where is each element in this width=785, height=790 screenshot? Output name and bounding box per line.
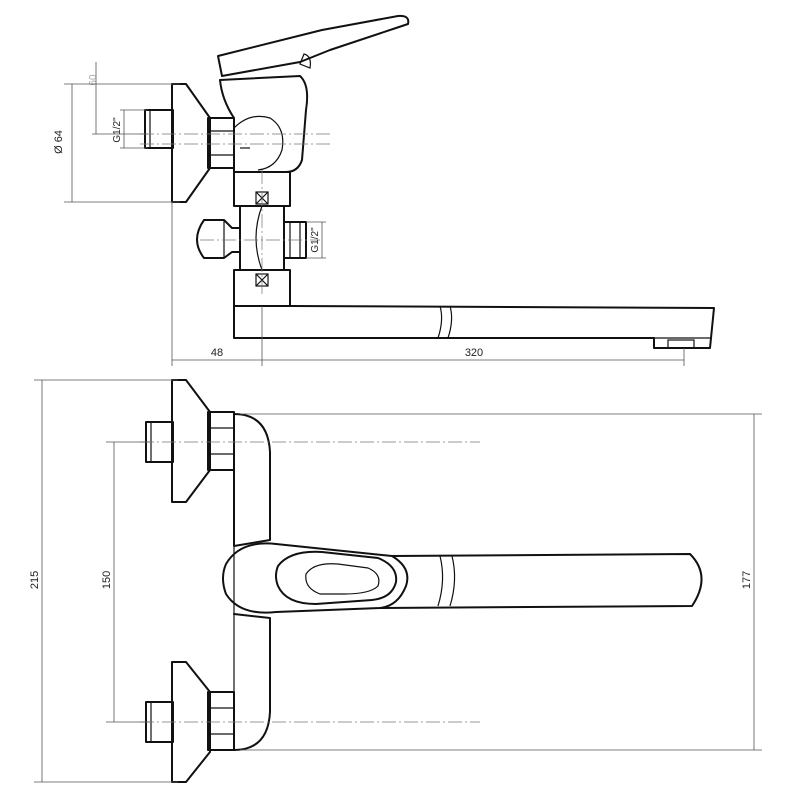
dim-inlet-spacing: 150 bbox=[101, 571, 113, 589]
front-cartridge-housing bbox=[222, 542, 409, 614]
dim-spout-height: 177 bbox=[741, 571, 753, 589]
side-lever-handle bbox=[217, 14, 410, 77]
dim-thread-outlet: G1/2" bbox=[310, 227, 321, 253]
front-upper-nut bbox=[207, 411, 235, 471]
front-mixer-body bbox=[233, 413, 271, 547]
side-inlet-pipe bbox=[144, 109, 174, 149]
side-spout bbox=[233, 305, 715, 349]
front-view: 215 150 177 bbox=[29, 379, 762, 783]
front-spout bbox=[379, 553, 703, 609]
side-hex-nut bbox=[207, 117, 235, 169]
front-lower-nut bbox=[207, 691, 235, 751]
side-mixer-body bbox=[219, 75, 309, 173]
dim-spout-length: 320 bbox=[465, 347, 483, 359]
front-lever-grip bbox=[275, 550, 398, 605]
dim-total-height: 215 bbox=[29, 571, 41, 589]
dim-flange-diameter: Ø 64 bbox=[53, 130, 65, 154]
side-view: 60 Ø 64 G1/2" G1/2" 48 320 bbox=[53, 14, 715, 366]
side-wall-flange bbox=[171, 83, 211, 203]
side-diverter-knob bbox=[196, 219, 241, 259]
front-upper-flange bbox=[171, 379, 211, 503]
dim-thread-inlet: G1/2" bbox=[112, 117, 123, 143]
dim-eccentric-offset: 60 bbox=[88, 74, 99, 86]
dim-wall-projection: 48 bbox=[211, 347, 223, 359]
